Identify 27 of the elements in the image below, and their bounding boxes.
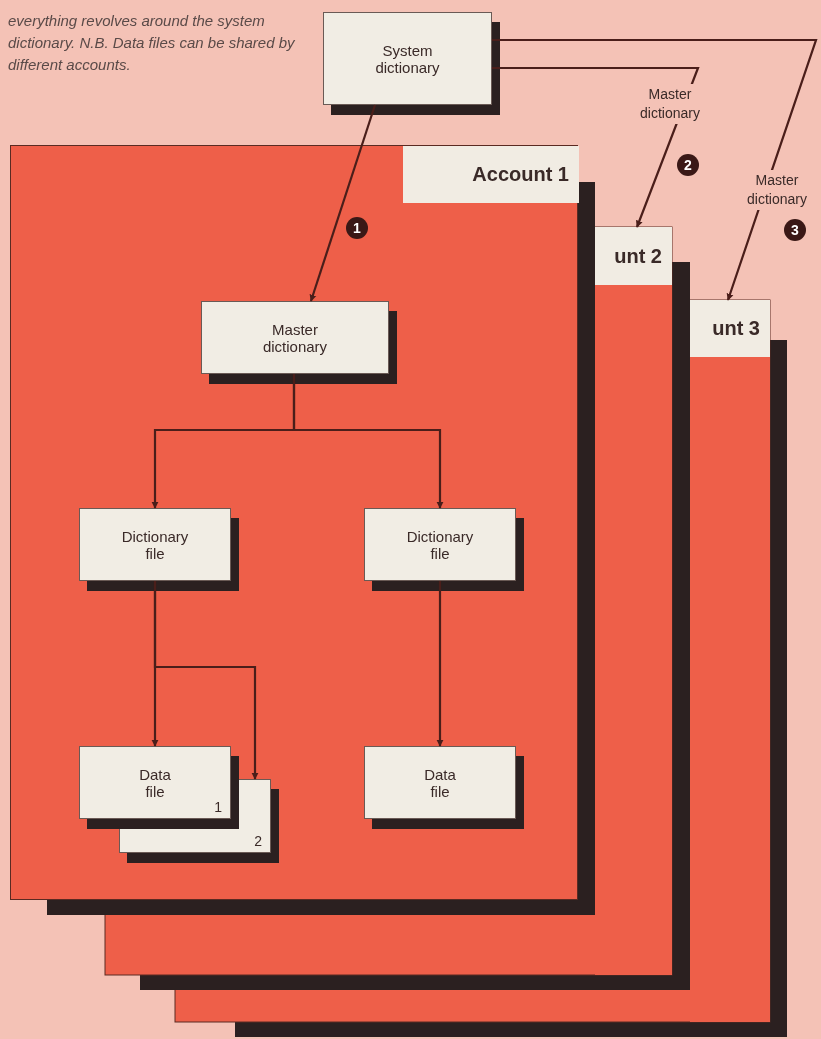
account-panel (690, 300, 770, 1022)
file-box (364, 508, 516, 581)
file-number: 2 (254, 833, 262, 849)
account-panel (10, 145, 578, 900)
file-number: 1 (214, 799, 222, 815)
box-title: Dictionary file (405, 527, 475, 562)
account-panel (595, 227, 672, 975)
box-title: Dictionary file (120, 527, 190, 562)
file-box (364, 746, 516, 819)
box-title: Data file (138, 765, 172, 800)
note-text: everything revolves around the system dictionary. N.B. Data files can be shared by different accounts. (8, 11, 296, 75)
arrow (492, 38, 818, 301)
file-box (79, 508, 231, 581)
account-tab: unt 3 (690, 300, 770, 357)
file-box (201, 301, 389, 374)
arrow (309, 104, 377, 302)
file-box (323, 12, 492, 105)
account-tab: Account 1 (403, 146, 579, 203)
box-title: Master dictionary (261, 320, 329, 355)
box-title: System dictionary (374, 41, 441, 76)
arrow (436, 581, 444, 747)
account-tab: unt 2 (595, 227, 672, 285)
callout-number: 3 (784, 219, 806, 241)
arrow (492, 66, 700, 228)
file-box (79, 746, 231, 819)
callout-number: 2 (677, 154, 699, 176)
box-title: Data file (423, 765, 457, 800)
